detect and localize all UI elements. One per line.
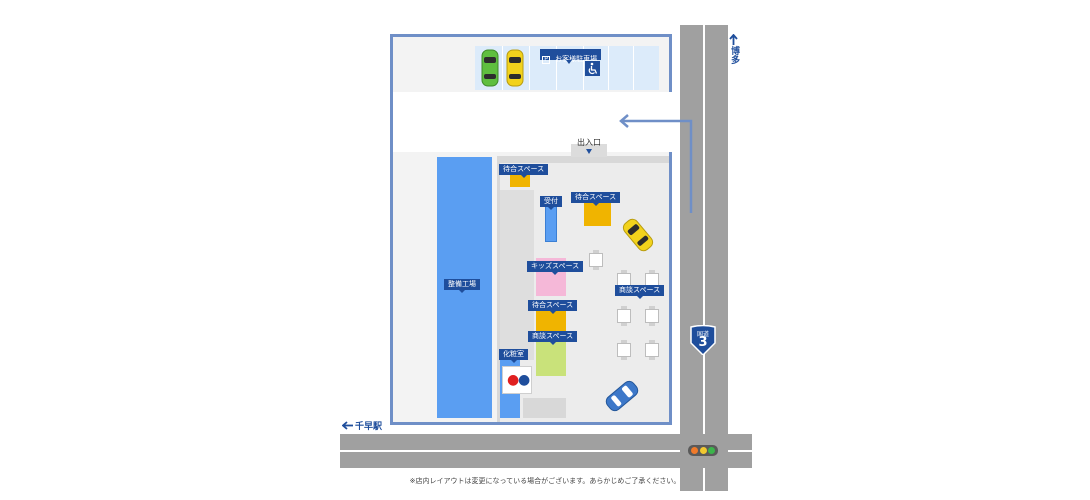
- kids-space-label: キッズスペース: [527, 261, 584, 275]
- wheelchair-icon: [585, 61, 600, 76]
- consult-table: [614, 340, 634, 360]
- traffic-light-icon: [688, 445, 718, 456]
- route-shield-title: 国道: [696, 331, 709, 338]
- entrance-label: 出入口: [577, 138, 601, 147]
- hakata-direction-label: 博多: [729, 46, 739, 64]
- storage-block: [523, 398, 566, 418]
- consult-table: [642, 340, 662, 360]
- restroom-male-icon: ●: [518, 372, 531, 388]
- stall-line: [529, 46, 530, 90]
- route-shield-icon: [690, 325, 716, 355]
- layout-footnote: ※店内レイアウトは変更になっている場合がございます。あらかじめご了承ください。: [409, 477, 681, 485]
- restroom-icon: ● ●: [502, 366, 532, 394]
- restroom-label: 化粧室: [499, 349, 528, 363]
- arrow-left-icon: [342, 421, 353, 430]
- parking-p-icon: P: [542, 55, 550, 64]
- building-top-wall: [497, 156, 669, 160]
- entry-route-arrow: [619, 114, 693, 213]
- restroom-female-icon: ●: [507, 372, 520, 388]
- waiting-space-2-label: 待合スペース: [571, 192, 621, 206]
- car-blue-lot: [605, 380, 639, 412]
- arrow-up-icon: [729, 34, 738, 45]
- consult-table: [614, 306, 634, 326]
- entrance-arrow: [586, 149, 592, 154]
- stall-line: [556, 46, 557, 90]
- road-center-line: [340, 450, 752, 452]
- chihaya-direction-label: 千早駅: [355, 422, 383, 432]
- car-yellow-lot: [622, 218, 654, 252]
- consult-table: [586, 250, 606, 270]
- waiting-space-3-label: 待合スペース: [528, 300, 578, 314]
- service-shop-label: 整備工場: [444, 279, 480, 293]
- parking-label-text: お客様駐車場: [555, 55, 598, 63]
- parked-car-yellow: [506, 49, 524, 87]
- consult-table: [642, 306, 662, 326]
- road-center-line: [703, 25, 705, 491]
- parking-label-pointer: [566, 60, 572, 64]
- route-shield-number: 3: [698, 335, 708, 350]
- parking-label: P お客様駐車場: [540, 49, 602, 64]
- stall-line: [583, 46, 584, 90]
- consult-space-1-block: [536, 340, 566, 376]
- waiting-space-1-block: [510, 175, 530, 187]
- consult-space-1-label: 商談スペース: [528, 331, 578, 345]
- stall-line: [502, 46, 503, 90]
- reception-label: 受付: [540, 196, 562, 210]
- stall-line: [608, 46, 609, 90]
- waiting-space-1-label: 待合スペース: [499, 164, 549, 178]
- stall-line: [633, 46, 634, 90]
- consult-space-2-label: 商談スペース: [615, 285, 665, 299]
- parked-car-green: [481, 49, 499, 87]
